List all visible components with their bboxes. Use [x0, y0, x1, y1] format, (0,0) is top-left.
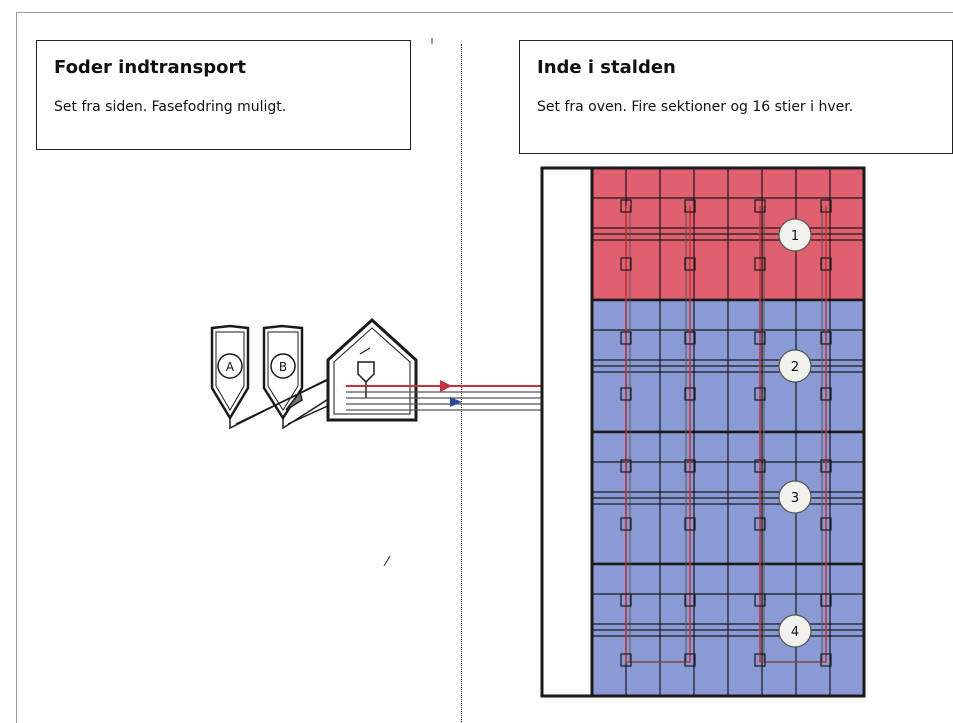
feeder-valve — [684, 199, 696, 213]
feeder-valve — [754, 593, 766, 607]
feeder-valve — [620, 653, 632, 667]
section-2-label: 2 — [791, 360, 799, 375]
section-badges: 1 2 3 4 — [778, 218, 812, 648]
feeder-valve — [820, 257, 832, 271]
feeder-valve — [820, 653, 832, 667]
feed-transport-panel: Foder indtransport Set fra siden. Fasefo… — [36, 40, 411, 150]
feed-loop-line — [763, 206, 823, 663]
feeder-valve — [754, 331, 766, 345]
feeder-valve — [620, 257, 632, 271]
feeder-valve — [684, 653, 696, 667]
barn-outline — [590, 166, 866, 698]
feeder-valve — [820, 593, 832, 607]
feeder-valve — [754, 199, 766, 213]
section-3-label: 3 — [791, 491, 799, 506]
section-4-badge — [778, 614, 812, 648]
feeder-valve — [620, 331, 632, 345]
feeder-valve — [620, 593, 632, 607]
feeder-valve — [684, 331, 696, 345]
section-divider — [461, 44, 462, 722]
silo-b: B — [262, 324, 304, 421]
section-1-label: 1 — [791, 229, 799, 244]
silo-b-label: B — [279, 360, 287, 374]
feeder-valve — [754, 387, 766, 401]
barn-interior-subtitle: Set fra oven. Fire sektioner og 16 stier… — [537, 99, 854, 115]
feeder-valve — [620, 517, 632, 531]
page-frame — [16, 12, 953, 723]
section-4-label: 4 — [791, 625, 799, 640]
feed-transport-subtitle: Set fra siden. Fasefodring muligt. — [54, 99, 287, 115]
feeder-valve — [820, 387, 832, 401]
feeder-valve — [820, 517, 832, 531]
feed-transport-title: Foder indtransport — [54, 57, 246, 78]
feeder-valve — [820, 199, 832, 213]
feed-loops — [625, 206, 827, 663]
silo-conveyors — [229, 375, 337, 430]
feeder-valve — [684, 459, 696, 473]
silo-a: A — [210, 324, 250, 421]
feeder-valve — [754, 257, 766, 271]
mixer-hopper — [357, 361, 375, 384]
silo-b-badge — [270, 353, 296, 379]
feeder-valve — [620, 387, 632, 401]
feed-loop-line — [629, 206, 687, 663]
barn-corridor — [540, 166, 594, 698]
barn-interior-title: Inde i stalden — [537, 57, 676, 78]
section-2-badge — [778, 349, 812, 383]
blue-flow-arrow — [450, 397, 462, 407]
feeder-valve — [684, 517, 696, 531]
feeder-valve — [754, 653, 766, 667]
feeder-valve — [754, 517, 766, 531]
section-1-badge — [778, 218, 812, 252]
feeder-valve — [684, 593, 696, 607]
barn-floor-plan: 1 2 3 4 — [540, 166, 866, 698]
feeder-valve — [754, 459, 766, 473]
silo-a-label: A — [226, 360, 235, 374]
feeder-valve — [820, 459, 832, 473]
feeder-valve — [684, 387, 696, 401]
silo-a-badge — [217, 353, 243, 379]
feeder-valve — [620, 199, 632, 213]
feeders — [620, 199, 832, 667]
feeder-valve — [620, 459, 632, 473]
mixer-house — [326, 317, 418, 422]
feeder-valve — [820, 331, 832, 345]
stray-mark — [383, 555, 391, 567]
section-3-badge — [778, 480, 812, 514]
barn-interior-panel: Inde i stalden Set fra oven. Fire sektio… — [519, 40, 953, 154]
red-flow-arrow — [440, 380, 452, 392]
feeder-valve — [684, 257, 696, 271]
